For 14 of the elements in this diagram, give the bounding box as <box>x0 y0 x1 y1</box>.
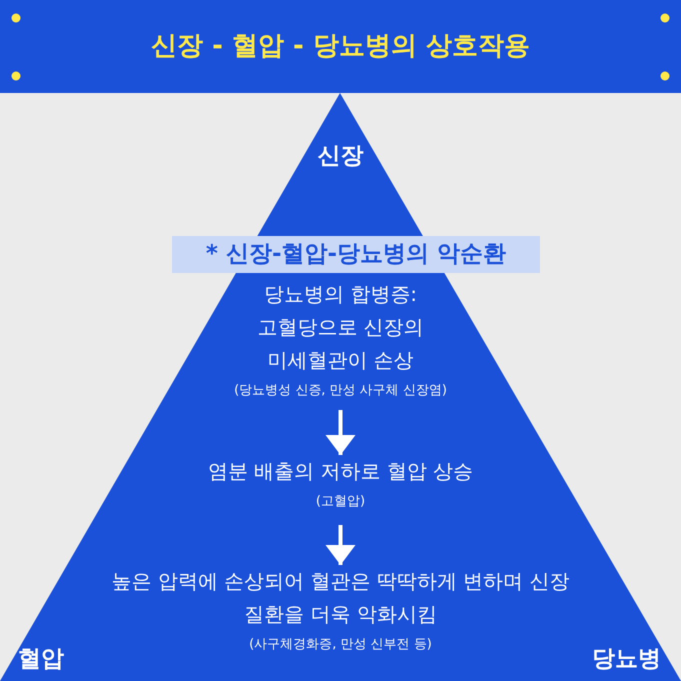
highlight-box: * 신장-혈압-당뇨병의 악순환 <box>172 236 540 273</box>
corner-label: 신장 <box>316 142 364 171</box>
down-arrow <box>326 525 356 565</box>
corner-label: 당뇨병 <box>592 645 661 674</box>
note-text: (당뇨병성 신증, 만성 사구체 신장염) <box>233 382 448 400</box>
triangle <box>0 93 681 681</box>
body-text: 높은 압력에 손상되어 혈관은 딱딱하게 변하며 신장 질환을 더욱 악화시킴 <box>110 568 571 628</box>
title: 신장 - 혈압 - 당뇨병의 상호작용 <box>150 30 531 63</box>
note-text: (고혈압) <box>314 493 366 511</box>
down-arrow <box>326 410 356 455</box>
body-text: 당뇨병의 합병증: 고혈당으로 신장의 미세혈관이 손상 <box>256 281 425 374</box>
note-text: (사구체경화증, 만성 신부전 등) <box>248 636 433 654</box>
corner-label: 혈압 <box>18 645 64 674</box>
body-text: 염분 배출의 저하로 혈압 상승 <box>206 458 474 485</box>
